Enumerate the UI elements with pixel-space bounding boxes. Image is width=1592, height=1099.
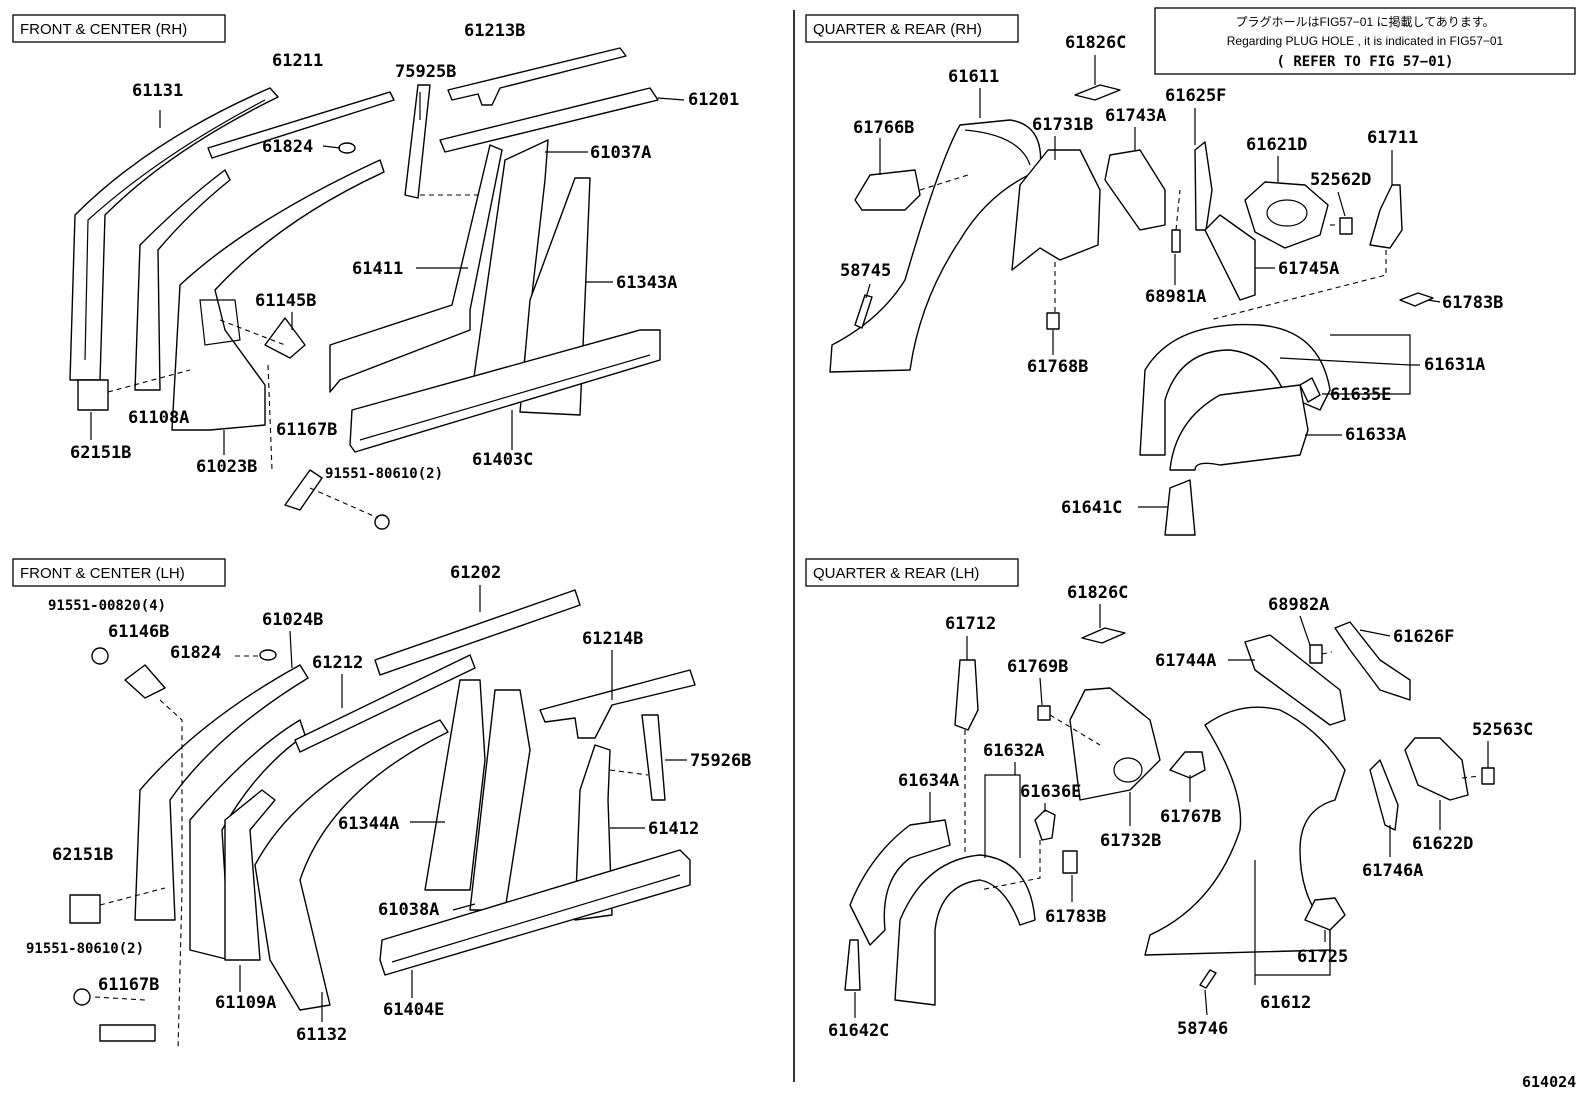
part-number-label: 61131 [132, 81, 183, 101]
part-number-label: 61612 [1260, 993, 1311, 1013]
part-number-label: 61745A [1278, 259, 1339, 279]
qr-rh-labels: 61826C 61611 61766B 61731B 61743A 61625F… [840, 33, 1503, 518]
part-number-label: 61626F [1393, 627, 1454, 647]
part-number-label: 58745 [840, 261, 891, 281]
part-number-label: 61634A [898, 771, 959, 791]
part-number-label: 61344A [338, 814, 399, 834]
qr-lh-parts [844, 621, 1495, 1006]
part-number-label: 61642C [828, 1021, 889, 1041]
part-number-label: 61744A [1155, 651, 1216, 671]
part-number-label: 61145B [255, 291, 316, 311]
svg-text:FRONT & CENTER (RH): FRONT & CENTER (RH) [20, 21, 187, 38]
part-number-label: 61767B [1160, 807, 1221, 827]
part-number-label: 61731B [1032, 115, 1093, 135]
part-number-label: 61743A [1105, 106, 1166, 126]
part-number-label: 52563C [1472, 720, 1533, 740]
part-number-label: 61826C [1067, 583, 1128, 603]
part-number-label: 68981A [1145, 287, 1206, 307]
part-number-label: 58746 [1177, 1019, 1228, 1039]
part-number-label: 61108A [128, 408, 189, 428]
section-header-qr-lh: QUARTER & REAR (LH) [805, 558, 1019, 587]
part-number-label: 61212 [312, 653, 363, 673]
part-number-label: 61202 [450, 563, 501, 583]
part-number-label: 68982A [1268, 595, 1329, 615]
section-header-fc-lh: FRONT & CENTER (LH) [12, 558, 226, 587]
svg-text:FRONT & CENTER (LH): FRONT & CENTER (LH) [20, 565, 185, 582]
section-header-qr-rh: QUARTER & REAR (RH) [805, 14, 1019, 43]
part-number-label: 61023B [196, 457, 257, 477]
part-number-label: 61826C [1065, 33, 1126, 53]
part-number-label: 75926B [690, 751, 751, 771]
qr-lh-labels: 61826C 61712 68982A 61769B 61744A 61626F… [828, 583, 1533, 1041]
part-number-label: 61711 [1367, 128, 1418, 148]
part-number-label: 61625F [1165, 86, 1226, 106]
section-header-fc-rh: FRONT & CENTER (RH) [12, 14, 226, 43]
part-number-label: 61167B [98, 975, 159, 995]
part-number-label: 91551-80610(2) [325, 466, 443, 482]
part-number-label: 61412 [648, 819, 699, 839]
part-number-label: 61403C [472, 450, 533, 470]
part-number-label: 61611 [948, 67, 999, 87]
part-number-label: 61146B [108, 622, 169, 642]
part-number-label: 61768B [1027, 357, 1088, 377]
part-number-label: 61213B [464, 21, 525, 41]
fc-rh-labels: 61131 61211 61213B 75925B 61201 61824 61… [70, 21, 739, 482]
part-number-label: 61783B [1442, 293, 1503, 313]
part-number-label: 61732B [1100, 831, 1161, 851]
part-number-label: 61712 [945, 614, 996, 634]
part-number-label: 62151B [70, 443, 131, 463]
part-number-label: 61641C [1061, 498, 1122, 518]
part-number-label: 61037A [590, 143, 651, 163]
part-number-label: 61211 [272, 51, 323, 71]
part-number-label: 61622D [1412, 834, 1473, 854]
part-number-label: 61132 [296, 1025, 347, 1045]
part-number-label: 61631A [1424, 355, 1485, 375]
part-number-label: 61746A [1362, 861, 1423, 881]
part-number-label: 61769B [1007, 657, 1068, 677]
part-number-label: 61766B [853, 118, 914, 138]
part-number-label: 61633A [1345, 425, 1406, 445]
svg-text:プラグホールはFIG57−01 に掲載してあります。: プラグホールはFIG57−01 に掲載してあります。 [1235, 14, 1494, 29]
fc-lh-parts [69, 589, 696, 1051]
part-number-label: 61201 [688, 90, 739, 110]
part-number-label: 61635E [1330, 385, 1391, 405]
part-number-label: 91551-80610(2) [26, 941, 144, 957]
part-number-label: 75925B [395, 62, 456, 82]
fc-rh-parts [69, 47, 661, 530]
part-number-label: 61038A [378, 900, 439, 920]
part-number-label: 61636E [1020, 782, 1081, 802]
part-number-label: 61824 [262, 137, 313, 157]
part-number-label: 61824 [170, 643, 221, 663]
part-number-label: 61214B [582, 629, 643, 649]
part-number-label: 61343A [616, 273, 677, 293]
svg-text:Regarding PLUG HOLE , it is i: Regarding PLUG HOLE , it is indicated in… [1227, 34, 1504, 48]
part-number-label: 61167B [276, 420, 337, 440]
plug-hole-note: プラグホールはFIG57−01 に掲載してあります。 Regarding PLU… [1154, 7, 1576, 75]
part-number-label: 61411 [352, 259, 403, 279]
svg-text:QUARTER & REAR (RH): QUARTER & REAR (RH) [813, 21, 982, 38]
part-number-label: 61783B [1045, 907, 1106, 927]
qr-rh-parts [829, 84, 1434, 536]
fc-lh-labels: 61202 91551-00820(4) 61146B 61024B 61824… [26, 563, 751, 1045]
part-number-label: 52562D [1310, 170, 1371, 190]
part-number-label: 61404E [383, 1000, 444, 1020]
part-number-label: 62151B [52, 845, 113, 865]
part-number-label: 61725 [1297, 947, 1348, 967]
part-number-label: 91551-00820(4) [48, 598, 166, 614]
part-number-label: 61109A [215, 993, 276, 1013]
figure-number: 614024 [1522, 1073, 1576, 1091]
part-number-label: 61024B [262, 610, 323, 630]
part-number-label: 61632A [983, 741, 1044, 761]
svg-text:QUARTER & REAR (LH): QUARTER & REAR (LH) [813, 565, 979, 582]
svg-text:( REFER TO FIG 57−01): ( REFER TO FIG 57−01) [1276, 54, 1453, 70]
part-number-label: 61621D [1246, 135, 1307, 155]
